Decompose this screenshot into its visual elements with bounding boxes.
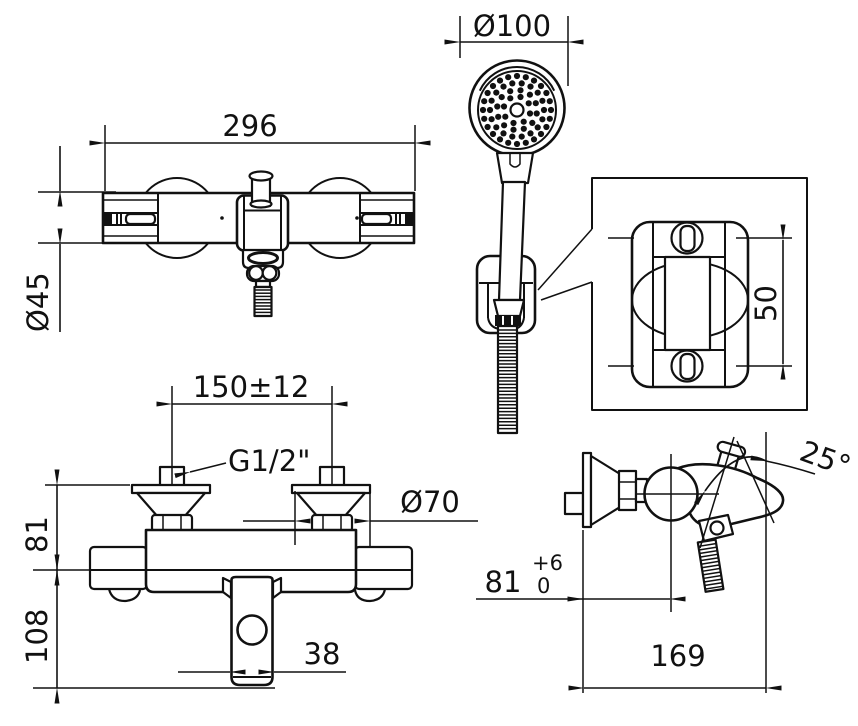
hose-nut-band: [495, 315, 521, 326]
side-view-mixer: 25° 81 +6 0 169: [476, 432, 855, 693]
dim-81-108: 81 108: [20, 469, 275, 704]
dim-45-label: Ø45: [21, 272, 55, 332]
dim-45: Ø45: [21, 146, 116, 332]
dim-100: Ø100: [444, 9, 584, 86]
top-view-bar-valve: 296 Ø45: [21, 109, 431, 332]
dim-50-label: 50: [749, 285, 783, 322]
mixer-body: [144, 528, 358, 594]
dim-100-label: Ø100: [473, 9, 551, 43]
dim-169: 169: [568, 639, 782, 691]
wall-plate: [581, 451, 593, 529]
dim-81-tol-upper: +6: [532, 551, 563, 575]
dim-81-side-label: 81: [485, 565, 522, 599]
wall-stub: [563, 491, 585, 516]
diverter-button-cap: [248, 170, 274, 182]
collar-notch: [509, 153, 521, 168]
front-view-mixer: 150±12 G1/2": [20, 370, 478, 704]
bracket-detail-view: 50: [591, 177, 808, 411]
dim-70: Ø70: [243, 485, 478, 546]
bracket-slide: [663, 255, 712, 352]
shower-hose: [496, 324, 519, 435]
escutcheon-plate-left: [130, 483, 212, 495]
shower-head: [468, 59, 566, 157]
dim-81-tol-lower: 0: [537, 574, 550, 598]
dim-296: 296: [89, 109, 431, 191]
shower-outlet-thread: [696, 538, 725, 593]
escutcheon-cone-right: [295, 491, 367, 519]
bar-screw-dot-right: [355, 216, 359, 220]
left-knob: [103, 193, 159, 243]
hex-nut-right: [310, 513, 354, 533]
dim-25-label: 25°: [795, 434, 855, 484]
angle-ray-line: [736, 440, 775, 524]
foot-right: [353, 588, 387, 603]
dim-81-tol: 81 +6 0: [476, 530, 686, 693]
screw-hole-bottom: [670, 349, 704, 383]
shower-nozzle-dots: [479, 72, 555, 148]
dim-169-label: 169: [650, 639, 705, 673]
bar-screw-dot-left: [220, 216, 224, 220]
dim-70-label: Ø70: [400, 485, 460, 519]
hand-shower: Ø100: [444, 9, 593, 435]
right-knob: [359, 193, 414, 243]
dim-150-label: 150±12: [193, 370, 310, 404]
body-knob-left: [88, 545, 149, 591]
detail-pointer-bottom: [540, 281, 593, 301]
handle-collar: [495, 151, 535, 185]
dim-296-label: 296: [222, 109, 277, 143]
escutcheon-cone-left: [135, 491, 207, 519]
side-escutcheon-cone: [589, 454, 622, 527]
hose-ribs: [498, 329, 517, 430]
escutcheon-plate-right: [290, 483, 372, 495]
hose-cone-nut: [492, 298, 526, 318]
screw-hole-top: [670, 221, 704, 255]
spout-outlet: [236, 614, 268, 646]
hex-nut-left: [150, 513, 194, 533]
side-hex-nut: [617, 469, 638, 512]
thread-label: G1/2": [174, 444, 310, 479]
foot-left: [107, 588, 142, 603]
dim-38: 38: [178, 637, 346, 675]
dim-38-label: 38: [304, 637, 341, 671]
dim-108-label: 108: [20, 609, 54, 664]
thread-label-text: G1/2": [228, 444, 310, 478]
dim-81-label: 81: [20, 516, 54, 553]
handle-tube: [497, 180, 527, 302]
side-thread-ribs: [698, 542, 723, 590]
outlet-thread: [253, 285, 273, 318]
detail-box-frame: [591, 177, 808, 411]
diverter-block: [235, 170, 290, 318]
detail-pointer-top: [537, 228, 593, 291]
spout: [221, 575, 283, 687]
dim-150: 150±12: [156, 370, 348, 407]
dim-50: 50: [749, 224, 786, 380]
diverter-axis-line: [699, 436, 735, 549]
body-knob-right: [353, 545, 414, 591]
